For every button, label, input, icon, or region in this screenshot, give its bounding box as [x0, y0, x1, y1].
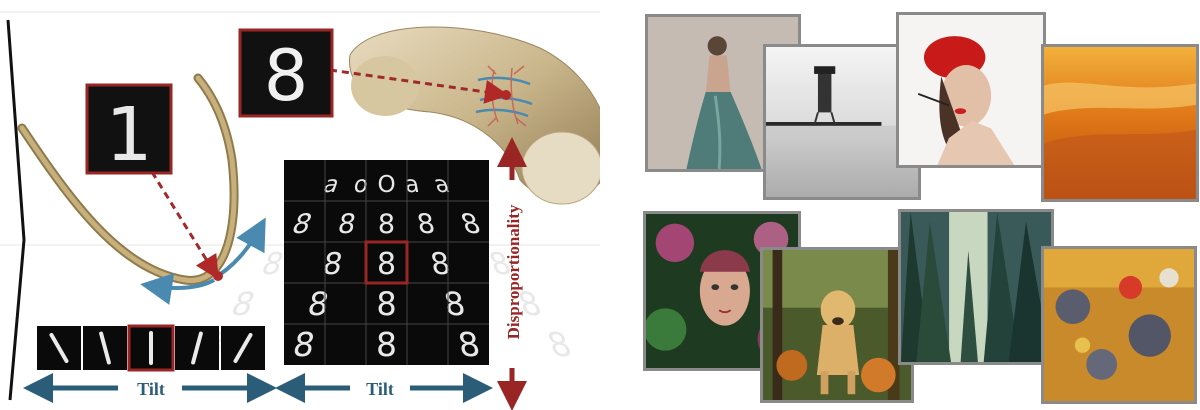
- disproportionality-label: Disproportionality: [504, 204, 523, 339]
- digit-eight-panel: 8: [238, 28, 334, 118]
- manifold-diagram: 1 8 aaOoa88888888888888888888 Tilt Tilt …: [0, 11, 600, 410]
- grid-digit: 8: [336, 209, 359, 240]
- painting-dog-forest: [760, 247, 914, 403]
- torus-manifold: [349, 26, 600, 205]
- grid-digit: 8: [376, 285, 396, 323]
- grid-highlight: [364, 240, 409, 285]
- tilt-strip: [37, 324, 265, 372]
- curve-point: [213, 271, 223, 281]
- digit-one: 1: [105, 92, 152, 178]
- grid-digit: 8: [376, 325, 397, 364]
- photo-woman-gown: [645, 14, 801, 172]
- tilt-label-left: Tilt: [137, 379, 165, 399]
- grid-digit: 8: [377, 247, 396, 282]
- grid-digit: 8: [257, 247, 289, 282]
- digit-eight: 8: [264, 35, 309, 117]
- grid-digit: O: [377, 172, 395, 198]
- photo-desert: [1041, 44, 1199, 202]
- tilt-label-right: Tilt: [366, 379, 394, 399]
- tilt-strip-stroke: [233, 333, 253, 363]
- grid-digit: 8: [226, 285, 260, 323]
- tangent-arrow-left: [140, 273, 215, 305]
- painting-pine-forest: [898, 209, 1054, 365]
- painting-lily-pond: [1041, 246, 1197, 404]
- photo-red-beret: [896, 12, 1046, 168]
- plane-edge: [6, 19, 26, 401]
- grid-digit: 8: [542, 326, 577, 365]
- photo-lighthouse: [763, 44, 921, 200]
- grid-digit: 8: [415, 209, 438, 240]
- projection-arrow-1: [150, 171, 219, 280]
- tilt-strip-stroke: [191, 331, 203, 365]
- tilt-strip-stroke: [49, 333, 69, 363]
- grid-digit: 8: [378, 209, 395, 240]
- torus-point: [501, 90, 511, 100]
- digit-one-panel: 1: [85, 83, 173, 178]
- tilt-strip-stroke: [99, 331, 111, 365]
- projection-arrow-8: [329, 68, 509, 104]
